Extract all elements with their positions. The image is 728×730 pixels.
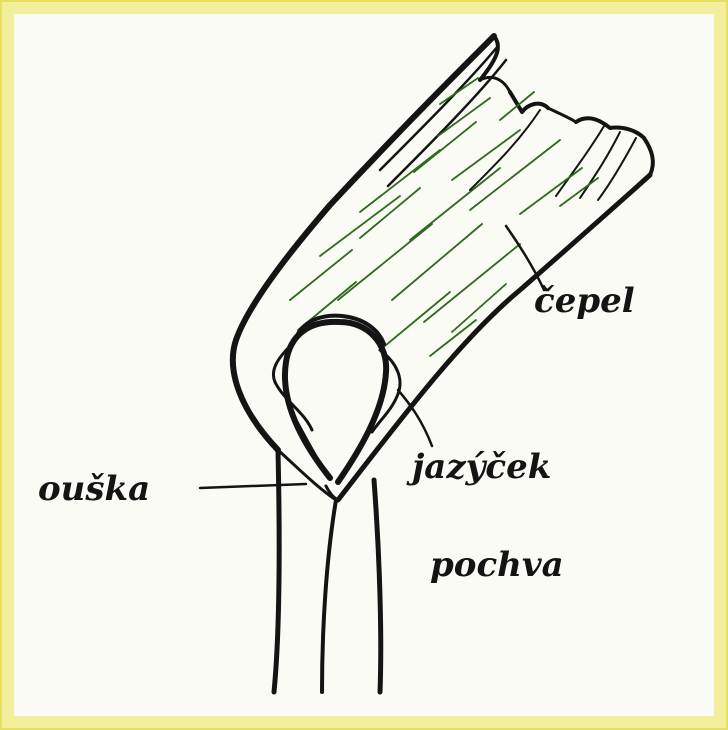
label-blade: čepel	[534, 281, 635, 321]
label-sheath: pochva	[430, 545, 564, 585]
auricle	[273, 322, 400, 500]
label-auricle: ouška	[38, 469, 150, 509]
label-ligule: jazýček	[406, 447, 551, 487]
leader-auricle	[200, 484, 306, 488]
leaf-blade	[233, 36, 653, 500]
